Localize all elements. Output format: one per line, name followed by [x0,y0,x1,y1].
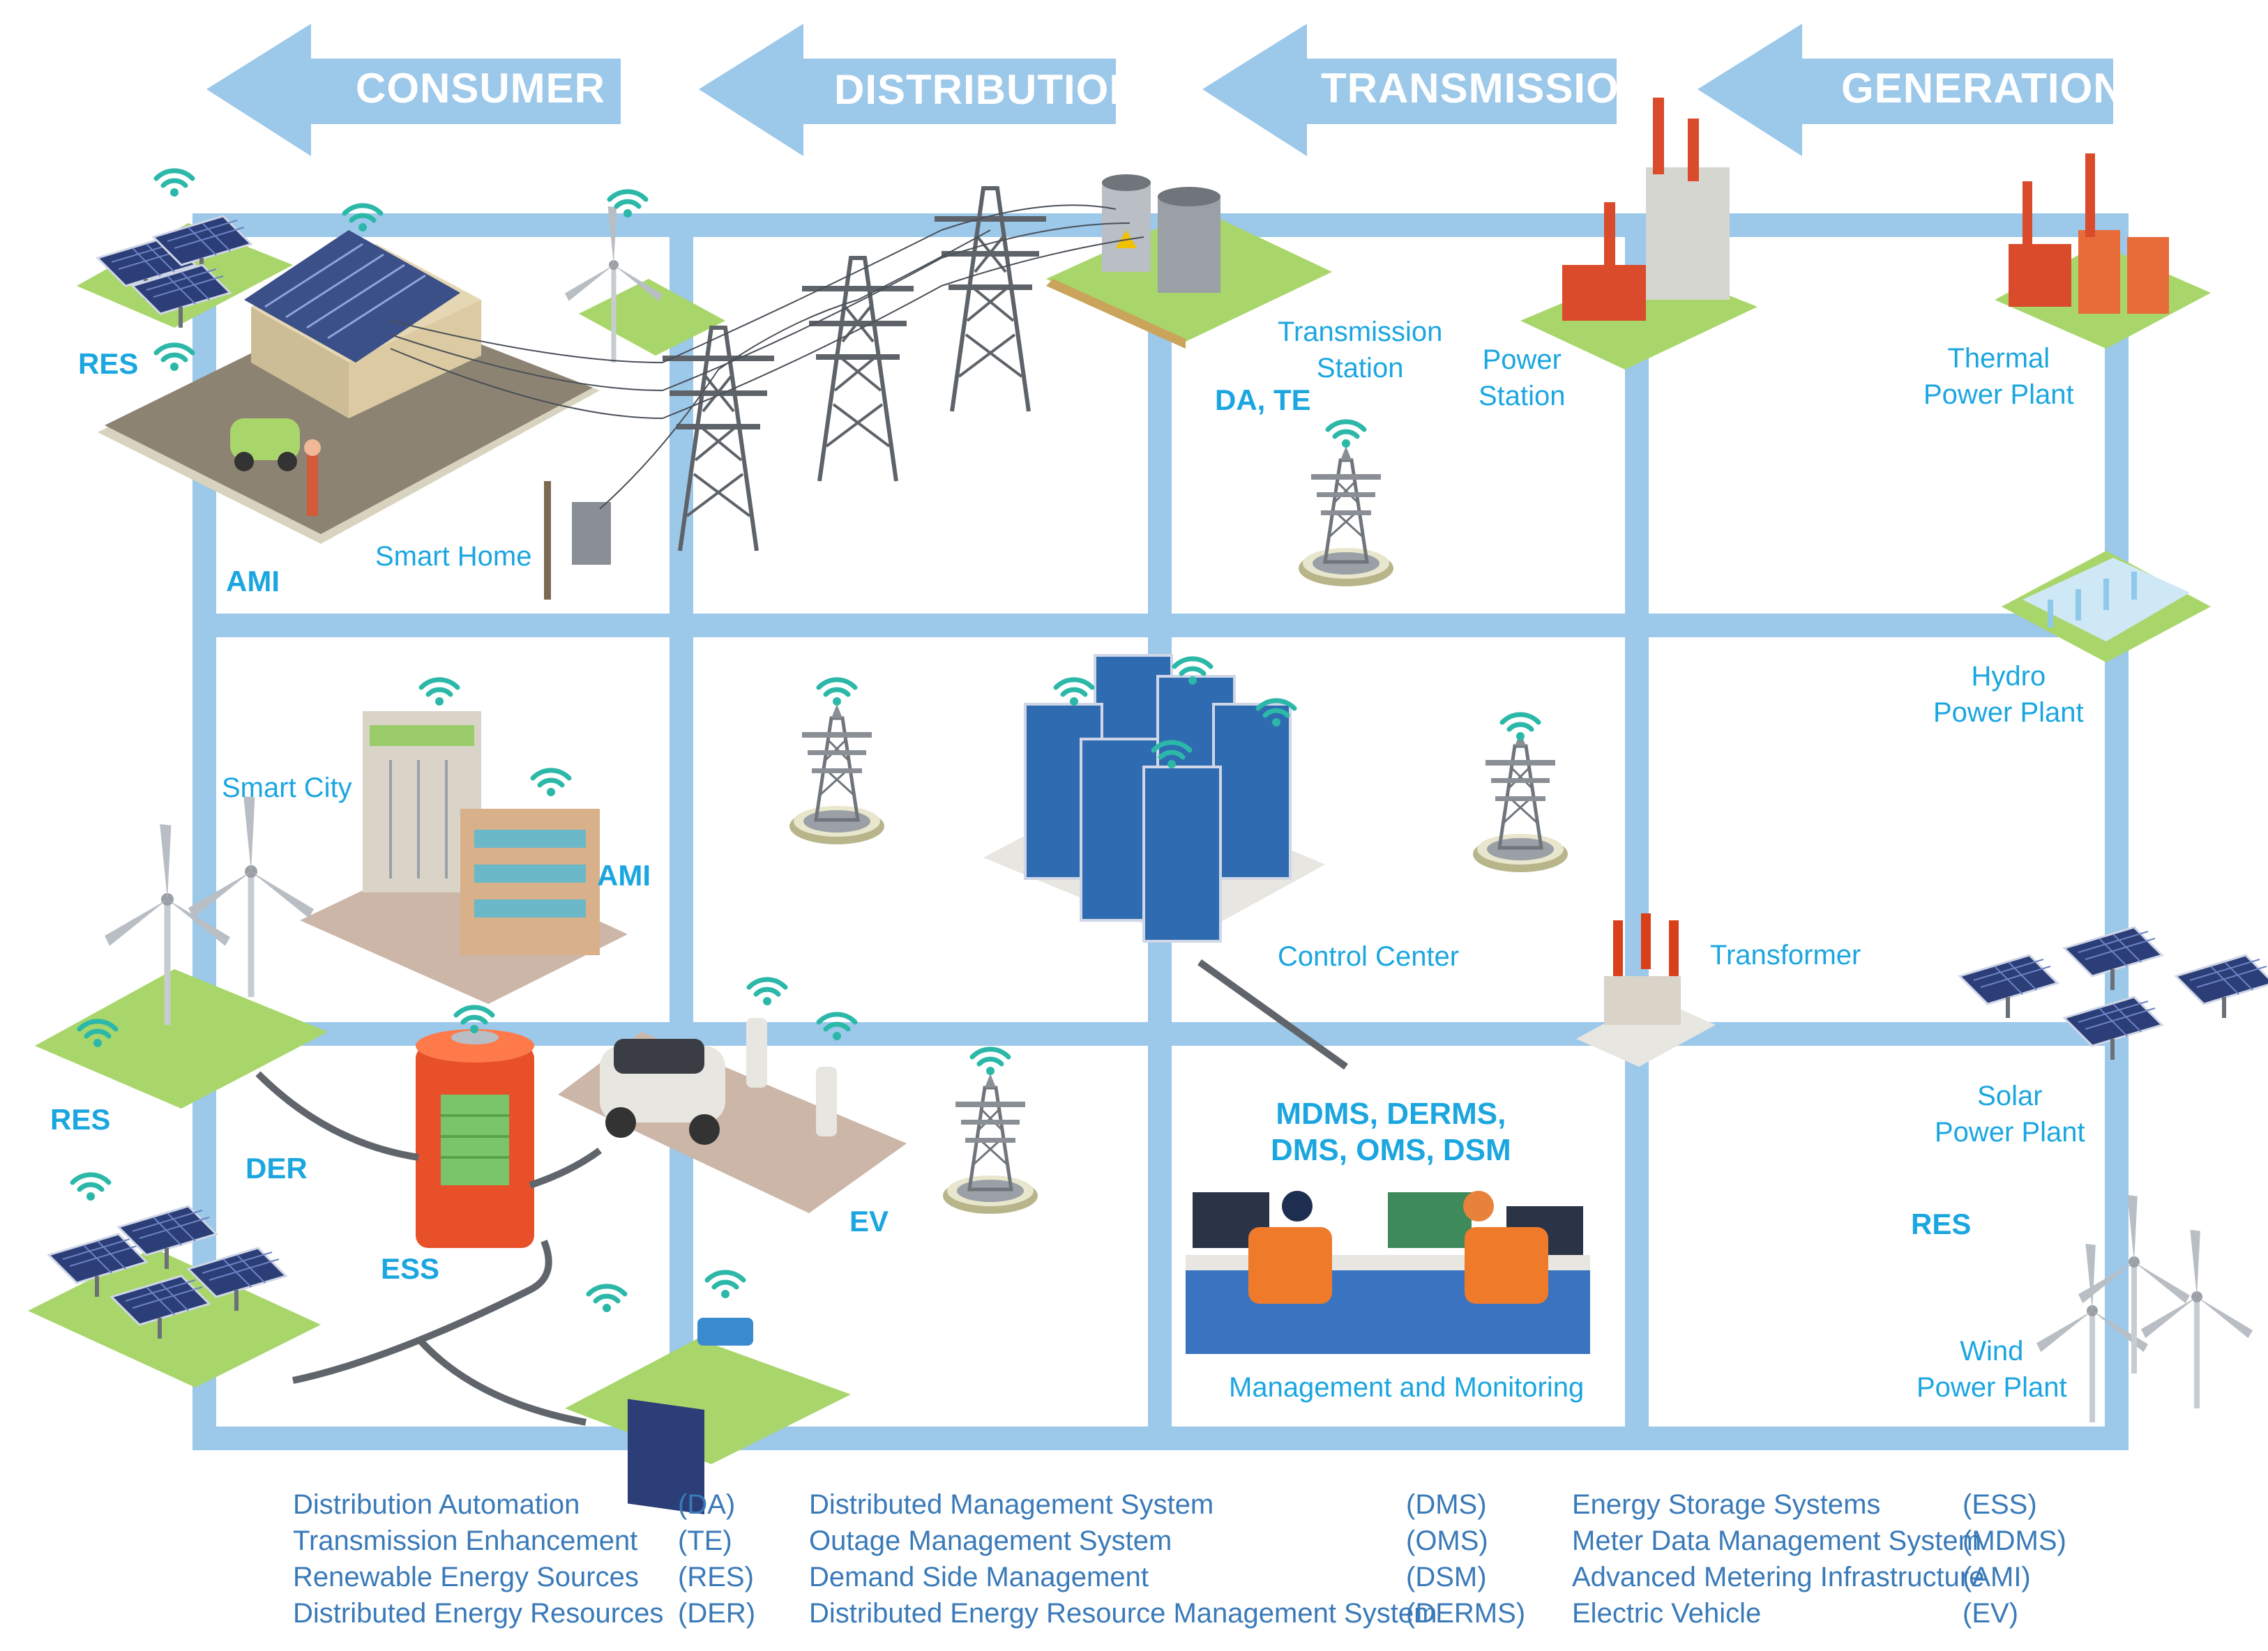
laptop-icon [565,1318,851,1514]
solar-farm-illustration [28,1205,321,1387]
legend-abbr: (DER) [678,1598,756,1629]
stage-label-generation: GENERATION [1841,65,2124,112]
legend-name: Energy Storage Systems [1572,1489,1881,1520]
label-res-left: RES [50,1103,111,1136]
legend-name: Renewable Energy Sources [293,1562,639,1592]
label-mgmt-systems: MDMS, DERMS, DMS, OMS, DSM [1271,1097,1511,1167]
legend-abbr: (DA) [678,1489,736,1520]
legend-name: Outage Management System [809,1526,1172,1556]
label-wind-plant: Wind Power Plant [1917,1336,2067,1403]
label-res-top: RES [78,347,139,380]
arrow-transmission [1202,24,1617,156]
arrow-generation [1698,24,2113,156]
label-mgmt-monitoring: Management and Monitoring [1229,1372,1585,1403]
label-ami-city: AMI [597,859,651,892]
legend-abbr: (MDMS) [1963,1526,2066,1556]
label-smart-city: Smart City [222,773,352,803]
transmission-lines [390,188,1144,551]
wind-farm-illustration [35,796,328,1109]
legend-name: Transmission Enhancement [293,1526,638,1556]
label-res-right: RES [1911,1208,1972,1240]
label-power-station: Power Station [1479,344,1566,411]
grid-lines [192,213,2129,1450]
legend-name: Distributed Management System [809,1489,1214,1520]
hydro-plant-illustration [2002,551,2211,662]
label-transformer: Transformer [1710,940,1861,971]
stage-arrows [206,24,2113,156]
legend-name: Distribution Automation [293,1489,580,1520]
smart-city-illustration [300,711,628,1004]
label-ess: ESS [381,1252,440,1285]
arrow-distribution [699,24,1116,156]
server-rack-icon [983,654,1325,943]
label-da-te: DA, TE [1215,383,1311,416]
legend-name: Electric Vehicle [1572,1598,1762,1629]
operator-icon [1186,1191,1590,1354]
label-ev: EV [849,1205,889,1238]
legend-abbr: (ESS) [1963,1489,2037,1520]
battery-icon [416,1029,534,1248]
legend-abbr: (EV) [1963,1598,2018,1629]
legend-abbr: (OMS) [1406,1526,1488,1556]
legend-name: Distributed Energy Resource Management S… [809,1598,1437,1629]
legend-col-1: Distribution Automation (DA) Transmission… [293,1486,755,1631]
power-station-illustration [1520,98,1757,370]
thermal-plant-illustration [1995,153,2211,349]
transformer-icon [1576,913,1716,1067]
legend-abbr: (DERMS) [1406,1598,1526,1629]
legend-abbr: (DMS) [1406,1489,1487,1520]
label-ami-home: AMI [226,565,280,598]
legend-abbr: (RES) [678,1562,754,1592]
legend-name: Advanced Metering Infrastructure [1572,1562,1985,1592]
legend-name: Distributed Energy Resources [293,1598,664,1629]
label-der: DER [245,1152,308,1185]
legend-name: Demand Side Management [809,1562,1149,1592]
legend-name: Meter Data Management System [1572,1526,1981,1556]
stage-label-distribution: DISTRIBUTION [834,66,1140,113]
cables [255,959,1348,1426]
label-transmission-station: Transmission Station [1278,317,1443,383]
label-hydro-plant: Hydro Power Plant [1933,661,2084,728]
ev-car-icon [558,1018,907,1213]
wind-plant-illustration [2036,1195,2253,1422]
transmission-station-illustration [1046,174,1332,349]
legend-abbr: (DSM) [1406,1562,1487,1592]
stage-label-transmission: TRANSMISSION [1321,65,1651,112]
arrow-consumer [206,24,621,156]
label-thermal-plant: Thermal Power Plant [1923,343,2074,410]
legend-abbr: (AMI) [1963,1562,2031,1592]
label-solar-plant: Solar Power Plant [1935,1081,2085,1148]
legend-col-2: Distributed Management System (DMS) Outag… [809,1486,1525,1631]
legend-col-3: Energy Storage Systems (ESS) Meter Data M… [1572,1486,2066,1631]
label-control-center: Control Center [1278,941,1460,972]
stage-label-consumer: CONSUMER [356,65,606,112]
label-smart-home: Smart Home [375,541,532,572]
legend-abbr: (TE) [678,1526,732,1556]
